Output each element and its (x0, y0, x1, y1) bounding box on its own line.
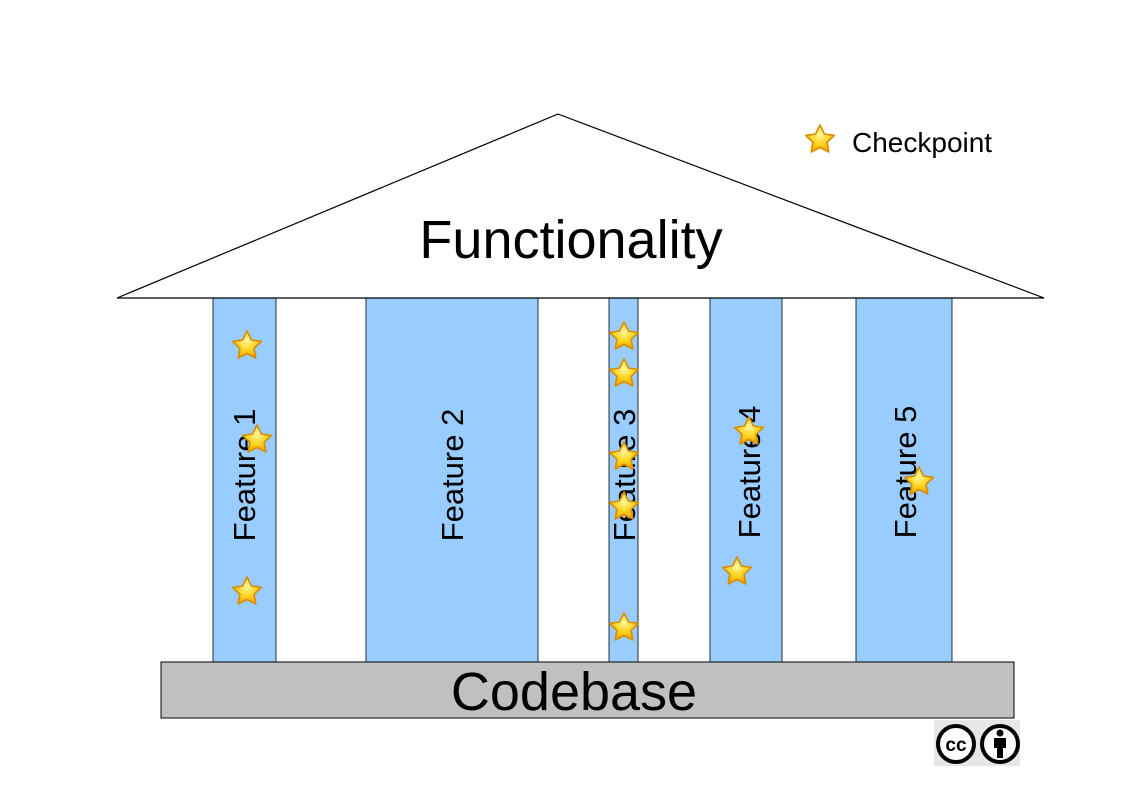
pillar-feature-2: Feature 2 (365, 297, 539, 663)
svg-text:cc: cc (945, 735, 967, 756)
legend-label: Checkpoint (852, 127, 992, 158)
base-label: Codebase (451, 662, 697, 722)
pillar-feature-4: Feature 4 (709, 297, 783, 663)
by-attribution-icon (980, 724, 1020, 764)
roof: Functionality (116, 113, 1045, 299)
license-badge: cc (934, 720, 1020, 766)
roof-label: Functionality (419, 210, 722, 270)
pillar-label: Feature 2 (435, 409, 470, 542)
checkpoints (231, 321, 935, 641)
pillar-feature-5: Feature 5 (855, 297, 953, 663)
pillar-feature-3: Feature 3 (607, 297, 642, 663)
base: Codebase (160, 661, 1015, 722)
cc-icon: cc (936, 724, 976, 764)
star-icon (804, 124, 836, 153)
pillars: Feature 1 Feature 2 Feature 3 Feature 4 … (212, 297, 953, 663)
pillar-label: Feature 3 (607, 409, 642, 542)
legend: Checkpoint (804, 124, 992, 158)
